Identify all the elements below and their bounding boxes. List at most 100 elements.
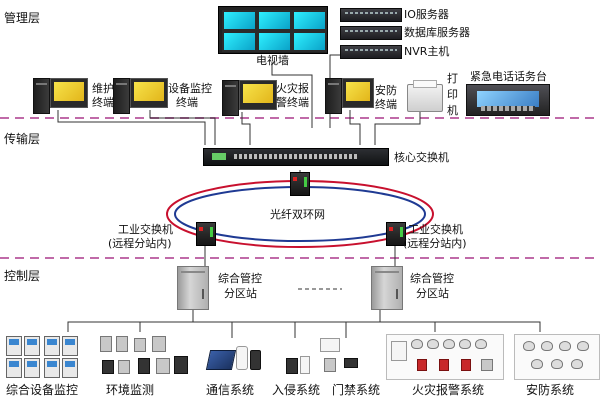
- device-panel-icon: [62, 336, 78, 356]
- tower-icon: [113, 78, 130, 114]
- camera-icon: [559, 341, 571, 351]
- terminal-label-1-line2: 终端: [92, 96, 114, 109]
- terminal-label-1-line1: 维护: [92, 82, 114, 95]
- console-icon: [466, 84, 550, 116]
- monitor-icon: [50, 78, 88, 108]
- device-panel-icon: [24, 336, 40, 356]
- subsystem-label-communication: 通信系统: [206, 383, 255, 397]
- terminal-label-3-line1: 火灾报: [276, 82, 309, 95]
- cabinet-icon: [371, 266, 403, 310]
- subsystem-label-fire-alarm: 火灾报警系统: [412, 383, 485, 397]
- device-panel-icon: [24, 358, 40, 378]
- server-label-database: 数据库服务器: [404, 26, 470, 39]
- camera-icon: [571, 359, 583, 369]
- device-panel-icon: [6, 336, 22, 356]
- cable-video-wall: [271, 62, 313, 128]
- subsystem-security-devices: [514, 334, 600, 380]
- monitor-icon: [130, 78, 168, 108]
- camera-icon: [577, 341, 589, 351]
- alarm-button-icon: [461, 359, 471, 371]
- door-button-icon: [324, 358, 336, 372]
- station-right-line1: 综合管控: [410, 272, 454, 285]
- tower-icon: [325, 78, 342, 114]
- terminal-label-4-line1: 安防: [375, 84, 397, 97]
- tv-icon: [292, 31, 327, 52]
- industrial-switch-icon: [386, 222, 406, 246]
- subsystem-label-equipment-monitoring: 综合设备监控: [6, 383, 79, 397]
- cable-terminal-3: [241, 112, 251, 145]
- subsystem-fire-alarm-devices: [386, 334, 504, 380]
- industrial-switch-left-line1: 工业交换机: [118, 223, 173, 236]
- smoke-detector-icon: [459, 339, 471, 349]
- camera-icon: [541, 341, 553, 351]
- industrial-switch-left-line2: (远程分站内): [108, 237, 172, 250]
- sensor-icon: [134, 338, 146, 352]
- station-left-line1: 综合管控: [218, 272, 262, 285]
- intrusion-detector-icon: [300, 356, 310, 374]
- printer-label-3: 机: [447, 104, 458, 117]
- industrial-switch-icon: [196, 222, 216, 246]
- station-left-line2: 分区站: [224, 287, 257, 300]
- printer-label-1: 打: [447, 72, 458, 85]
- camera-icon: [523, 341, 535, 351]
- fire-panel-icon: [391, 341, 407, 361]
- monitor-icon: [239, 80, 277, 110]
- camera-icon: [531, 359, 543, 369]
- sensor-icon: [174, 356, 188, 374]
- device-panel-icon: [6, 358, 22, 378]
- video-wall-label: 电视墙: [256, 54, 289, 67]
- fire-module-icon: [481, 359, 493, 371]
- cable-terminal-2: [149, 110, 216, 145]
- tv-icon: [222, 31, 257, 52]
- smoke-detector-icon: [411, 339, 423, 349]
- monitor-icon: [342, 78, 374, 108]
- layer-title-control: 控制层: [4, 269, 41, 283]
- server-label-io: IO服务器: [404, 8, 449, 21]
- tv-icon: [257, 31, 292, 52]
- tv-icon: [222, 10, 257, 31]
- keypad-icon: [205, 350, 237, 370]
- terminal-label-2-line2: 终端: [176, 96, 198, 109]
- console-label: 紧急电话话务台: [470, 70, 547, 83]
- sensor-icon: [152, 336, 166, 352]
- server-icon: [340, 8, 402, 22]
- device-panel-icon: [44, 336, 60, 356]
- printer-icon: [407, 80, 443, 112]
- server-icon: [340, 45, 402, 59]
- handset-icon: [236, 346, 248, 370]
- smoke-detector-icon: [427, 339, 439, 349]
- subsystem-label-intrusion: 入侵系统: [272, 383, 321, 397]
- cabinet-icon: [177, 266, 209, 310]
- door-lock-icon: [344, 358, 358, 368]
- sensor-icon: [116, 336, 128, 352]
- camera-icon: [551, 359, 563, 369]
- tv-icon: [257, 10, 292, 31]
- printer-label-2: 印: [447, 88, 458, 101]
- device-panel-icon: [44, 358, 60, 378]
- ring-switch-icon: [290, 172, 310, 196]
- control-cables: [67, 238, 541, 338]
- mobile-phone-icon: [250, 350, 261, 370]
- door-reader-icon: [320, 338, 340, 352]
- subsystem-label-environment: 环境监测: [106, 383, 155, 397]
- intrusion-detector-icon: [286, 358, 298, 374]
- smoke-detector-icon: [443, 339, 455, 349]
- alarm-button-icon: [417, 359, 427, 371]
- terminal-label-2-line1: 设备监控: [168, 82, 212, 95]
- core-switch-label: 核心交换机: [394, 151, 449, 164]
- sensor-icon: [156, 358, 170, 374]
- bus-right: [379, 308, 541, 332]
- sensor-icon: [138, 358, 150, 374]
- layer-title-management: 管理层: [4, 11, 41, 25]
- industrial-switch-right-line2: (远程分站内): [403, 237, 467, 250]
- layer-title-transport: 传输层: [4, 132, 41, 146]
- alarm-button-icon: [439, 359, 449, 371]
- subsystem-label-security: 安防系统: [526, 383, 575, 397]
- sensor-icon: [102, 360, 114, 374]
- server-icon: [340, 26, 402, 40]
- layer-dividers: [0, 117, 600, 259]
- terminal-label-3-line2: 警终端: [276, 96, 309, 109]
- station-right-line2: 分区站: [416, 287, 449, 300]
